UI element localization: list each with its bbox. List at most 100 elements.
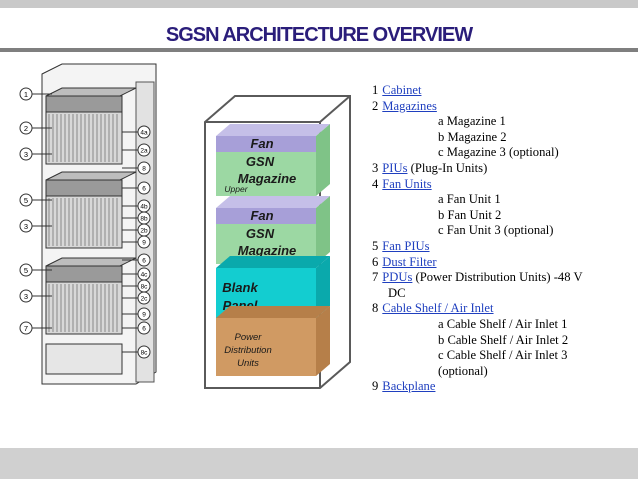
legend-item-number: 4 xyxy=(372,176,379,191)
callout-circle xyxy=(137,161,151,175)
callout-circle xyxy=(137,235,151,249)
legend-item-link[interactable]: Dust Filter xyxy=(382,254,437,269)
block-side xyxy=(316,124,330,196)
callout-number: 1 xyxy=(24,90,28,99)
legend-item-link[interactable]: Fan PIUs xyxy=(382,238,430,253)
lower-fan-label: Fan xyxy=(250,208,273,223)
callout-number: 9 xyxy=(142,240,146,247)
upper-magazine-label: Magazine xyxy=(238,171,297,186)
callout-circle xyxy=(137,345,151,359)
callout-circle xyxy=(137,321,151,335)
callout-circle xyxy=(19,321,33,335)
callout-circle xyxy=(19,289,33,303)
legend-item-number: 9 xyxy=(372,379,379,394)
drawn-magazine xyxy=(45,87,137,165)
callout-circle xyxy=(137,181,151,195)
legend-item-number: 6 xyxy=(372,254,379,269)
legend-subitem: a Magazine 1 xyxy=(438,114,506,129)
block-side xyxy=(316,256,330,318)
block-top xyxy=(216,124,330,136)
callout-circle xyxy=(137,291,151,305)
pdu-label-2: Distribution xyxy=(224,345,272,356)
upper-tag: Upper xyxy=(224,184,248,194)
drawn-boards xyxy=(45,195,123,249)
legend-item-suffix: (Plug-In Units) xyxy=(407,160,488,175)
drawn-fan-top xyxy=(45,87,137,97)
top-bar xyxy=(0,0,638,8)
legend-item-link[interactable]: Magazines xyxy=(382,98,437,113)
legend-subitem: c Fan Unit 3 (optional) xyxy=(438,223,554,238)
legend-item-suffix: (Power Distribution Units) -48 V xyxy=(412,270,583,285)
callout-number: 7 xyxy=(24,324,28,333)
block-top xyxy=(216,196,330,208)
callout-number: 4a xyxy=(140,130,148,137)
legend-item-number: 8 xyxy=(372,301,379,316)
callout-circle xyxy=(137,253,151,267)
title-rule xyxy=(0,48,638,52)
callout-number: 4c xyxy=(141,272,149,279)
legend-item-link[interactable]: PIUs xyxy=(382,160,408,175)
legend-item-continuation: DC xyxy=(388,285,406,300)
callout-circle xyxy=(19,121,33,135)
legend-item-link[interactable]: Cabinet xyxy=(382,83,422,97)
callout-circle xyxy=(19,193,33,207)
callout-number: 3 xyxy=(24,150,28,159)
blank-label: Blank xyxy=(222,280,258,295)
legend-item-link[interactable]: Cable Shelf / Air Inlet xyxy=(382,301,494,316)
legend-subitem: a Cable Shelf / Air Inlet 1 xyxy=(438,316,568,331)
lower-magazine-label: Magazine xyxy=(238,243,297,258)
legend-item-number: 2 xyxy=(372,98,379,113)
callout-number: 2 xyxy=(24,124,28,133)
callout-number: 5 xyxy=(24,266,28,275)
callout-circle xyxy=(137,125,151,139)
legend-subitem: c Magazine 3 (optional) xyxy=(438,145,559,160)
drawn-fan-top xyxy=(45,171,137,181)
drawn-fan xyxy=(45,265,123,283)
callout-number: 3 xyxy=(24,222,28,231)
callout-circle xyxy=(19,147,33,161)
lower-fan-strip xyxy=(216,208,316,224)
cabinet-block-diagram: FanGSNMagazineUpperFanGSNMagazineLowerBl… xyxy=(204,95,351,389)
page-title: SGSN ARCHITECTURE OVERVIEW xyxy=(165,24,473,46)
callout-circle xyxy=(19,219,33,233)
legend-item-number: 1 xyxy=(372,83,379,97)
legend-item-link[interactable]: Fan Units xyxy=(382,176,432,191)
bottom-bar xyxy=(0,448,638,479)
drawn-magazine xyxy=(45,257,137,335)
legend-item-number: 3 xyxy=(372,160,379,175)
callout-number: 5 xyxy=(24,196,28,205)
upper-fan-strip xyxy=(216,136,316,152)
callout-circle xyxy=(137,143,151,157)
block-front xyxy=(216,318,316,376)
legend-subitem: b Fan Unit 2 xyxy=(438,207,502,222)
pdu-label-3: Units xyxy=(237,358,259,369)
callout-circle xyxy=(19,263,33,277)
legend-item-link[interactable]: PDUs xyxy=(382,270,413,285)
legend-subitem: b Cable Shelf / Air Inlet 2 xyxy=(438,332,569,347)
callout-number: 8c xyxy=(141,284,149,291)
callout-number: 4b xyxy=(140,204,148,211)
pdu-block xyxy=(216,306,330,376)
lower-gsn-label: GSN xyxy=(246,226,275,241)
block-side xyxy=(316,196,330,264)
drawn-fan xyxy=(45,179,123,197)
drawn-fan xyxy=(45,95,123,113)
legend-subitem: c Cable Shelf / Air Inlet 3 xyxy=(438,348,568,363)
block-top xyxy=(216,306,330,318)
upper-gsn-label: GSN xyxy=(246,154,275,169)
callout-number: 8c xyxy=(141,350,149,357)
legend-subitem: a Fan Unit 1 xyxy=(438,192,501,207)
legend-item-link[interactable]: Backplane xyxy=(382,379,436,394)
drawn-boards xyxy=(45,281,123,335)
drawn-magazine xyxy=(45,171,137,249)
callout-circle xyxy=(19,87,33,101)
